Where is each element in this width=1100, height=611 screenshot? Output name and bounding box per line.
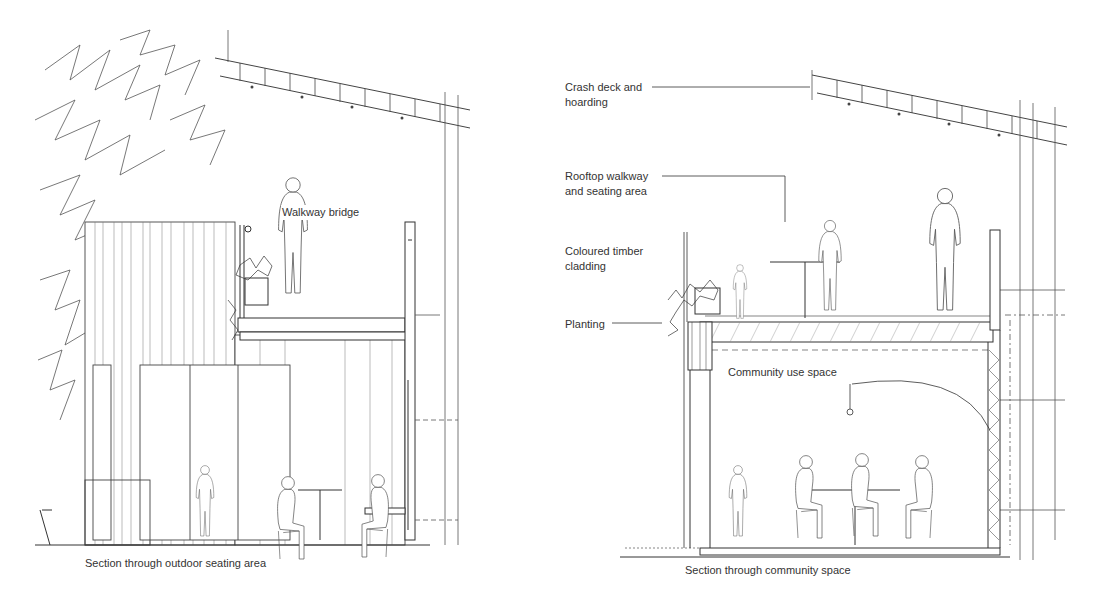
scaffold-left [228,30,458,545]
drawing-part [93,365,111,540]
drawing-part [1005,315,1065,545]
drawing-part [989,350,999,540]
drawing-part [245,226,251,232]
crash-deck [215,58,470,128]
drawing-part [240,332,410,340]
drawing-part [236,256,272,280]
drawing-part [688,322,712,370]
drawing-part [228,300,238,340]
annotation-label: Crash deck and hoarding [564,80,652,110]
drawing-part [120,30,200,95]
drawing-part [85,480,150,545]
drawing-part [652,87,810,88]
drawing-part [850,384,851,409]
drawing-part [238,318,405,332]
drawing-part [38,350,75,420]
drawing-part [140,365,290,540]
drawing-part [819,220,841,310]
drawing-part [190,365,238,540]
leader-lines [612,87,990,430]
drawing-part [906,456,932,538]
crash-deck [812,75,1067,145]
drawing-part [612,323,662,324]
annotation-label: Planting [564,317,606,332]
cladded-volume [85,222,405,545]
drawing-part [852,454,878,536]
drawing-part [240,225,244,318]
drawing-part [729,466,747,536]
drawing-part [35,545,430,546]
drawing-part [988,330,1000,548]
drawing-part [852,381,990,430]
drawing-part [362,475,388,557]
drawing-part [668,280,718,336]
drawing-part [170,105,225,165]
drawing-part [662,176,785,222]
drawing-part [279,178,308,293]
drawing-part [40,510,52,545]
drawing-part [796,456,822,538]
drawing-part [625,548,700,549]
annotation-label: Community use space [727,365,838,380]
drawing-part [278,477,304,559]
drawing-part [405,222,415,540]
annotation-label: Walkway bridge [281,205,360,220]
annotation-label: Rooftop walkway and seating area [564,169,662,199]
drawing-part [710,322,980,342]
drawing-part [196,466,214,536]
drawing-part [408,240,412,530]
drawing-part [990,230,1000,330]
scaffold-right [812,70,1065,560]
drawing-part [700,548,1000,555]
people-left [196,178,388,559]
people-right [729,188,960,538]
drawing-part [35,100,165,175]
annotation-label: Coloured timber cladding [564,244,646,274]
drawing-part [45,45,160,120]
drawing-part [700,322,993,342]
drawing-part [692,322,706,370]
drawing-part [245,278,268,305]
drawing-part [712,350,988,351]
drawing-part [298,490,342,540]
section-caption: Section through outdoor seating area [84,556,267,571]
drawing-part [847,409,853,415]
drawing-part [930,188,960,310]
drawing-part [690,370,710,548]
drawing-part [812,70,1055,560]
drawing-part [415,420,458,520]
drawing-part [620,557,1010,558]
drawing-part [228,30,458,545]
drawing-part [40,270,90,345]
section-caption: Section through community space [684,563,852,578]
drawing-part [733,265,746,319]
drawing-part [695,288,720,314]
drawing-part [705,316,990,317]
drawing-part [684,232,687,548]
